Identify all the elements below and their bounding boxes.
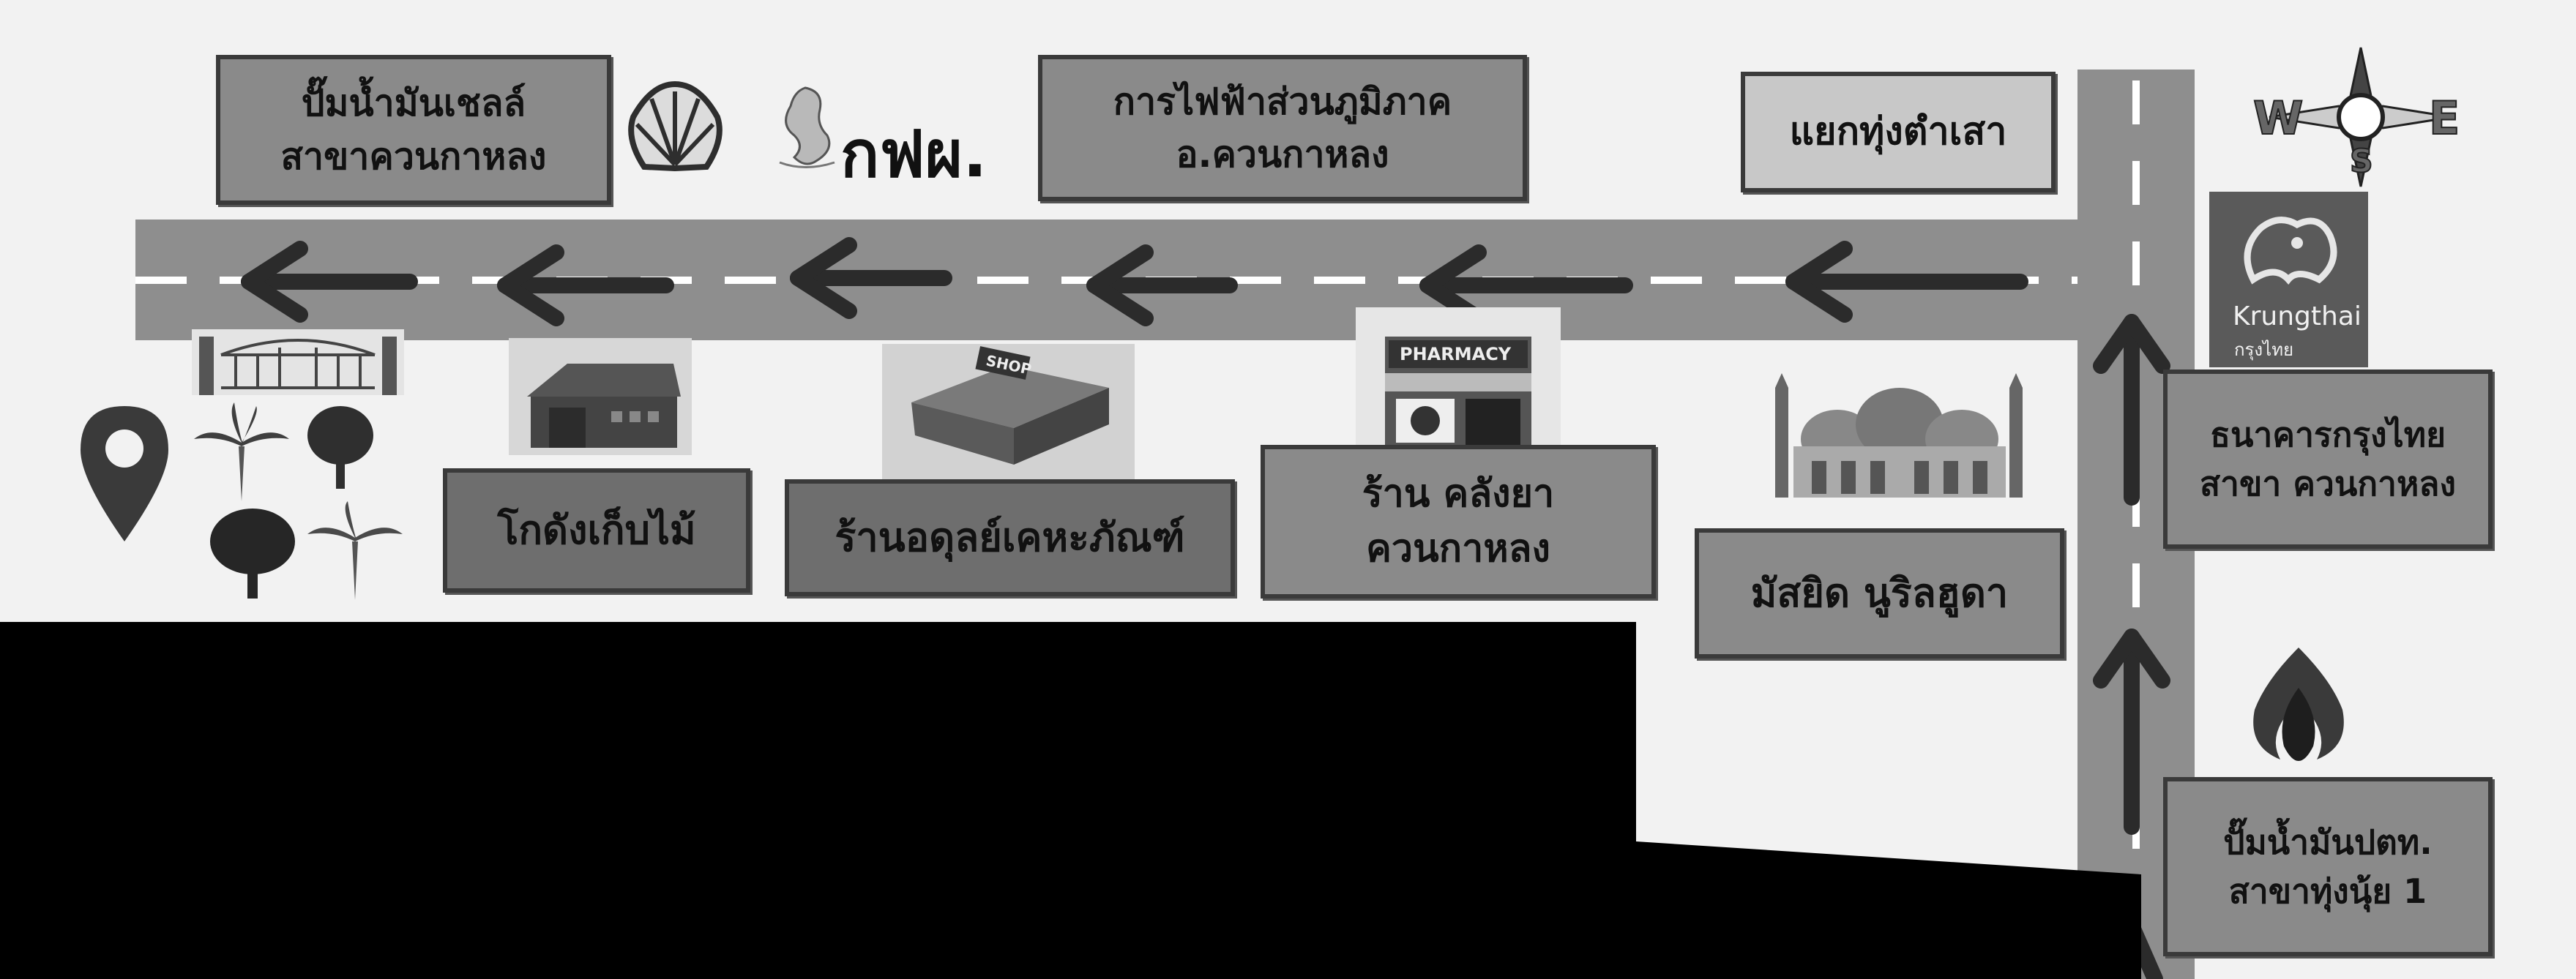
pharmacy-sign-text: PHARMACY — [1400, 344, 1512, 364]
pharmacy-icon: PHARMACY — [1356, 307, 1561, 446]
pea-logo-icon — [779, 86, 835, 168]
label-ptt-station: ปั๊มน้ำมันปตท. สาขาทุ่งนุ้ย 1 — [2163, 777, 2493, 956]
label-mosque: มัสยิด นูริลฮูดา — [1695, 528, 2064, 659]
mosque-icon — [1775, 373, 2023, 498]
label-pea-office: การไฟฟ้าส่วนภูมิภาค อ.ควนกาหลง — [1038, 55, 1527, 201]
compass-west: W — [2252, 91, 2304, 146]
arrow-west-2 — [497, 244, 674, 326]
redaction-block — [0, 622, 1636, 979]
krungthai-logo: Krungthai กรุงไทย — [2209, 192, 2368, 367]
warehouse-icon — [509, 338, 692, 455]
shell-logo-icon — [628, 80, 723, 172]
compass-icon — [2269, 47, 2453, 187]
label-junction: แยกทุ่งตำเสา — [1741, 72, 2056, 192]
palm-tree-icon — [194, 402, 289, 501]
krungthai-th: กรุงไทย — [2234, 340, 2294, 360]
ptt-logo-icon — [2253, 648, 2344, 761]
label-pharmacy: ร้าน คลังยา ควนกาหลง — [1261, 445, 1656, 599]
palm-tree-icon — [307, 501, 403, 600]
location-pin-icon — [81, 406, 168, 541]
label-shell-station: ปั๊มน้ำมันเชลล์ สาขาควนกาหลง — [216, 55, 611, 205]
tree-icon — [307, 406, 373, 489]
arrow-west-6 — [1785, 241, 2028, 323]
compass-east: E — [2428, 91, 2460, 146]
arrow-north-2 — [2093, 629, 2170, 835]
arrow-west-3 — [790, 237, 952, 319]
arrow-north-1 — [2093, 314, 2170, 506]
label-bank: ธนาคารกรุงไทย สาขา ควนกาหลง — [2163, 370, 2493, 549]
arrow-west-4 — [1086, 244, 1238, 326]
redaction-wedge — [1636, 841, 2141, 979]
gate-icon — [192, 329, 404, 395]
arrow-west-1 — [241, 241, 418, 323]
label-warehouse: โกดังเก็บไม้ — [443, 468, 750, 593]
krungthai-en: Krungthai — [2233, 301, 2362, 331]
compass-south: S — [2349, 142, 2374, 181]
label-store: ร้านอดุลย์เคหะภัณฑ์ — [785, 479, 1235, 596]
pea-logo-text: กฟผ. — [840, 116, 988, 192]
direction-arrows-west — [241, 237, 2028, 326]
shop-icon: SHOP — [882, 344, 1135, 479]
krungthai-bird-icon — [2244, 217, 2337, 285]
tree-icon — [210, 509, 295, 599]
